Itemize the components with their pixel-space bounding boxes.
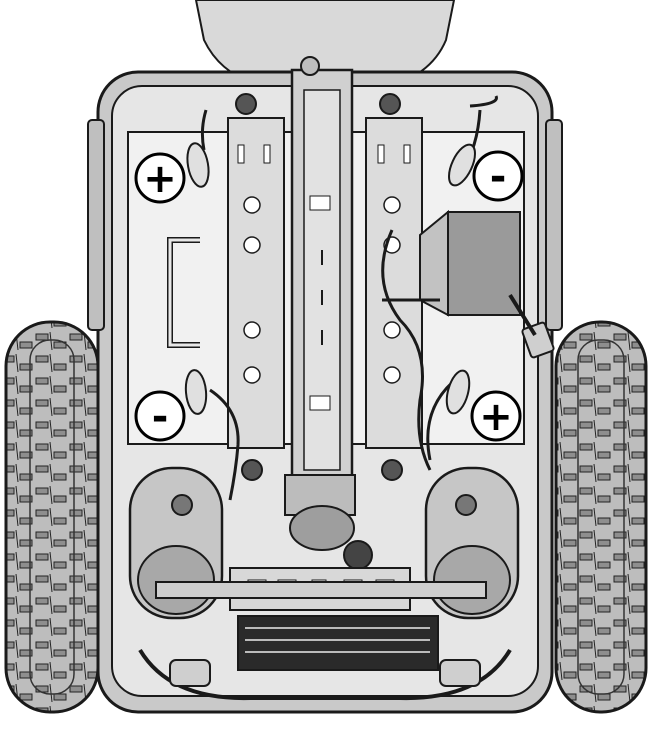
left-bracket [227, 117, 285, 449]
terminal-bottom-left-icon: - [134, 390, 186, 442]
terminal-bottom-left-label: - [152, 394, 169, 440]
terminal-top-right-label: - [490, 154, 507, 200]
connector-panel [155, 567, 487, 611]
terminal-bottom-right-icon: + [470, 390, 522, 442]
mount-knob [381, 459, 403, 481]
mount-knob [241, 459, 263, 481]
rear-bumper [138, 615, 512, 701]
terminal-lugs [184, 142, 476, 415]
terminal-top-left-icon: + [134, 152, 186, 204]
mount-knob [379, 93, 401, 115]
mount-knob [235, 93, 257, 115]
central-spine [290, 56, 354, 492]
center-gearbox [284, 474, 373, 570]
terminal-top-right-icon: - [472, 150, 524, 202]
right-wheel [554, 320, 648, 714]
left-wheel [4, 320, 100, 714]
controller-module [419, 209, 555, 359]
terminal-bottom-right-label: + [479, 394, 513, 440]
right-bracket [365, 117, 423, 449]
terminal-top-left-label: + [143, 156, 177, 202]
